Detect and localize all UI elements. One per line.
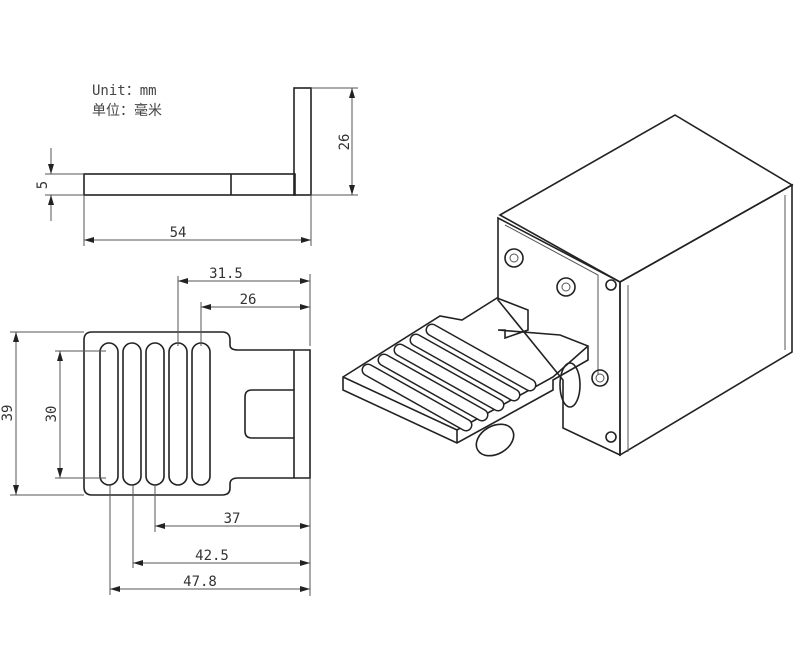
side-base-bar (83, 173, 296, 196)
footplate (342, 297, 589, 444)
hole-icon (605, 431, 617, 443)
isometric-slot (379, 355, 487, 420)
isometric-slot (411, 335, 519, 400)
dim-text-39: 39 (0, 405, 16, 422)
side-view: 26 5 54 (35, 87, 358, 246)
dim-text-31-5: 31.5 (209, 266, 243, 282)
slots (99, 342, 211, 486)
plate-outline (83, 331, 311, 496)
motor-top-face (498, 114, 794, 283)
dim-text-42-5: 42.5 (195, 548, 229, 564)
dim-text-37: 37 (224, 511, 241, 527)
plate-tab (244, 389, 294, 439)
roller (475, 423, 515, 457)
top-view: 31.5 26 39 30 37 42.5 (0, 266, 311, 596)
side-vertical-plate (293, 87, 312, 196)
screw-icon (591, 369, 609, 387)
slot (168, 342, 188, 486)
isometric-slot (427, 325, 535, 390)
slot (99, 342, 119, 486)
isometric-view (342, 114, 794, 457)
dim-text-26-top: 26 (240, 292, 257, 308)
gearbox-face (497, 216, 621, 457)
screw-icon (504, 248, 524, 268)
dim-text-26: 26 (337, 134, 353, 151)
motor-right-face (619, 183, 793, 457)
screw-icon (556, 277, 576, 297)
unit-label-en: Unit：mm (92, 83, 157, 99)
dim-text-47-8: 47.8 (183, 574, 217, 590)
unit-label-zh: 单位：毫米 (92, 103, 162, 119)
isometric-slot (395, 345, 503, 410)
hole-icon (605, 279, 617, 291)
dim-text-30: 30 (44, 406, 60, 423)
slot (122, 342, 142, 486)
isometric-slot (363, 365, 471, 430)
isometric-slots (361, 323, 537, 432)
dim-text-5: 5 (35, 181, 51, 189)
slot (191, 342, 211, 486)
slot (145, 342, 165, 486)
dim-text-54: 54 (170, 225, 187, 241)
